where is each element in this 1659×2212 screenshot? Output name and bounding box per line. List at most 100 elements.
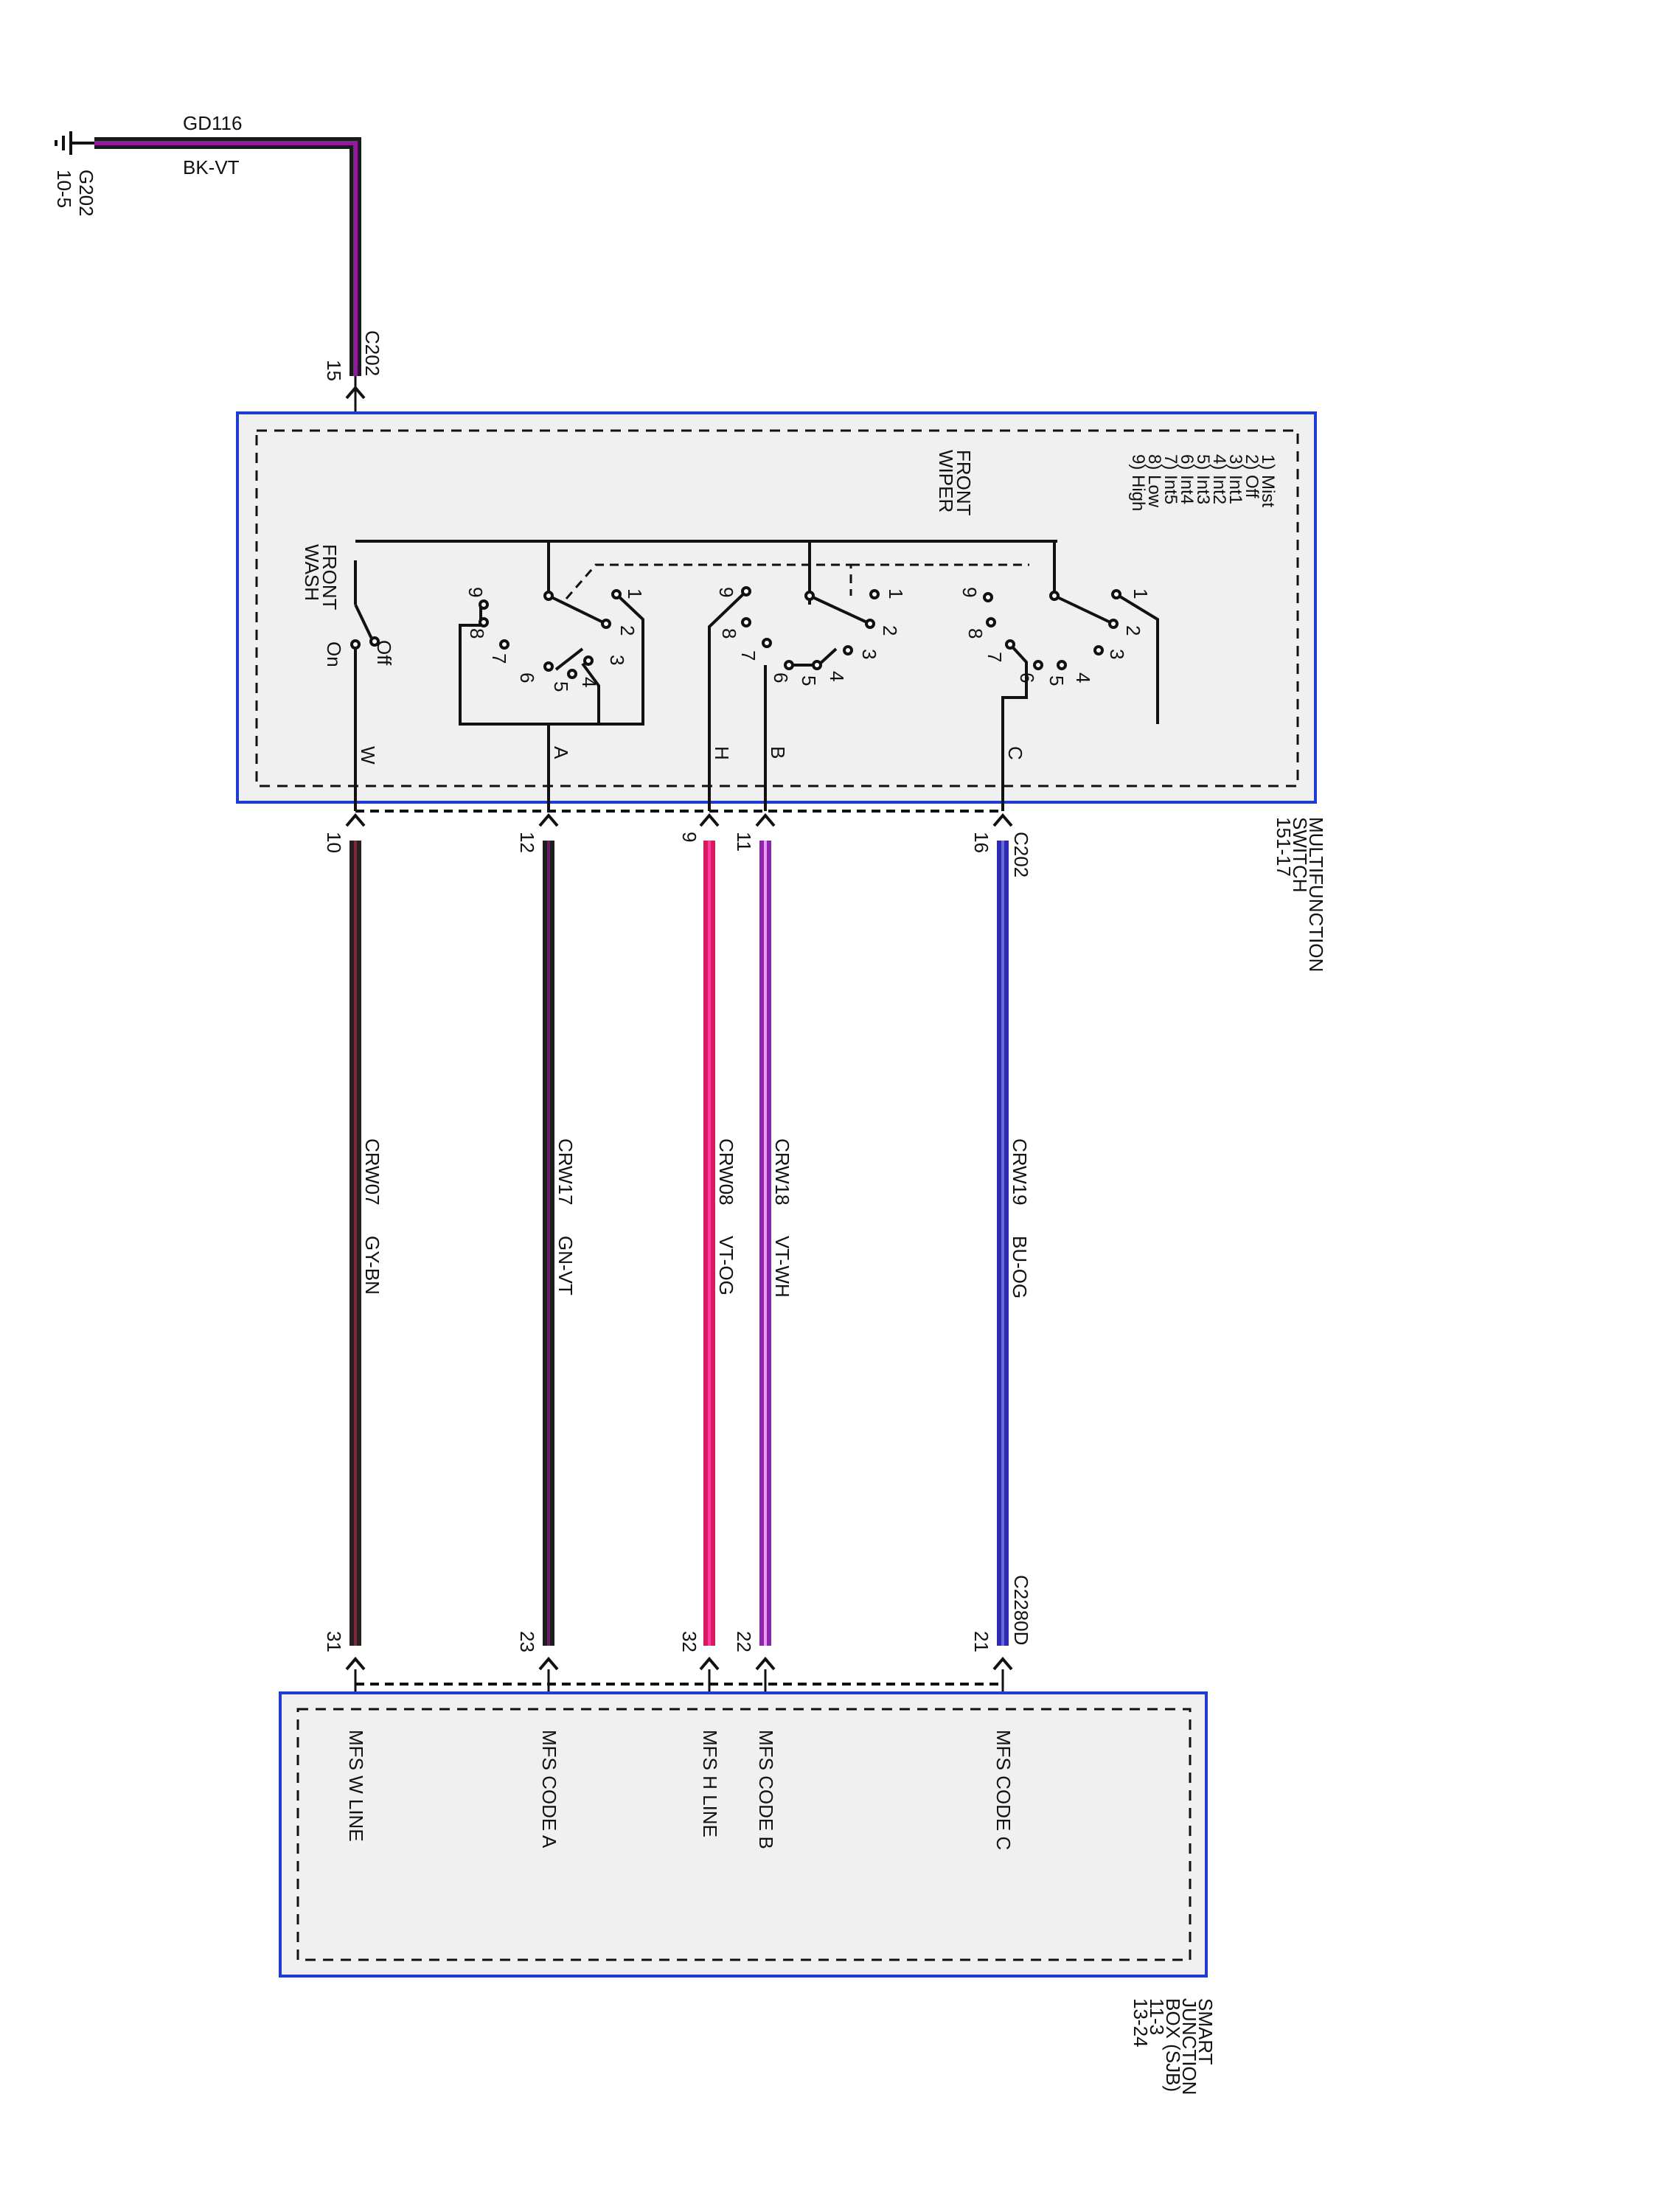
switch-position-legend: 1) Mist 2) Off 3) Int1 4) Int2 5) Int3 6… [1128,454,1278,511]
circuit-color-code: GY-BN [361,1236,383,1295]
position-label: 7 [488,653,510,664]
circuit-color-code: GN-VT [554,1236,577,1295]
position-label: 5 [798,675,820,686]
switch-mechanical-link [565,563,1029,599]
switch-name-line1: MULTIFUNCTION [1305,817,1327,972]
ground-wire-color-code: BK-VT [183,156,240,178]
sjb-ref1: 11-3 [1146,1998,1168,2035]
front-wiper-title: FRONT WIPER [935,450,975,516]
sjb-name: SMART JUNCTION BOX (SJB) 11-3 13-24 [1130,1998,1217,2095]
position-label: 6 [516,672,538,683]
ground-wire [94,137,361,376]
multifunction-switch-inner-border [255,429,1299,787]
pin-numbers-top: 10 12 9 11 16 [323,832,992,853]
front-wash-switch [350,560,380,811]
circuit-id: CRW18 [771,1138,793,1206]
position-label: 1 [1130,588,1152,599]
position-label: 1 [885,588,907,599]
wiper-rotary-switch-b [708,586,880,811]
position-label: 4 [578,677,600,687]
circuit-b [755,813,776,1711]
pin-number: 22 [733,1631,755,1652]
front-wash-title-line2: WASH [301,544,323,601]
circuit-color-code: BU-OG [1009,1236,1031,1298]
front-wiper-title-line2: WIPER [935,450,957,512]
front-wash-title: FRONT WASH [301,544,341,611]
legend-item: 4) Int2 [1209,454,1229,504]
circuit-color-code: VT-OG [715,1236,737,1295]
position-label: 2 [1122,625,1144,636]
sjb-pin-label: MFS CODE B [755,1730,777,1849]
wiper-switch-c-position-labels: 1 2 3 4 5 6 7 8 9 [959,587,1152,686]
wiper-switch-b-position-labels: 1 2 3 4 5 6 7 8 9 [715,587,907,686]
switch-output-labels: W A H B C [357,746,1026,765]
legend-item: 8) Low [1144,454,1164,508]
sjb-box [279,1691,1208,1978]
position-label: 9 [465,587,487,597]
position-label: 3 [1106,649,1128,659]
position-label: 2 [879,625,901,636]
position-label: 6 [770,672,792,683]
legend-item: 2) Off [1242,454,1262,498]
position-label: 5 [1046,675,1068,686]
output-label-a: A [550,746,572,759]
position-label: 4 [826,671,848,681]
legend-item: 6) Int4 [1177,454,1197,504]
position-label: 2 [616,625,639,636]
circuit-c [992,813,1013,1711]
ground-symbol [55,131,94,155]
connector-c202-top-pin: 15 [323,360,345,381]
position-label: 5 [550,681,572,692]
legend-item: 7) Int5 [1161,454,1180,504]
pin-number: 12 [516,832,538,853]
sjb-pin-label: MFS CODE C [992,1730,1015,1850]
sjb-pin-label: MFS CODE A [538,1730,560,1848]
position-label: 3 [606,655,628,665]
pin-number: 10 [323,832,345,853]
output-label-w: W [357,746,379,765]
position-label: 7 [984,652,1006,662]
circuit-id: CRW08 [715,1138,737,1206]
position-label: 3 [858,649,880,659]
circuit-id: CRW07 [361,1138,383,1206]
legend-item: 3) Int1 [1225,454,1245,504]
connector-c2280d-name: C2280D [1010,1575,1032,1645]
ground-name: G202 [75,170,97,217]
circuit-id: CRW17 [554,1138,577,1206]
position-label: 8 [466,628,488,639]
pin-number: 9 [678,832,700,842]
circuit-id: CRW19 [1009,1138,1031,1206]
sjb-inner-border [296,1708,1192,1961]
sjb-ref2: 13-24 [1130,1998,1152,2048]
circuit-w [345,813,366,1711]
sjb-name-line3: BOX (SJB) [1162,1998,1184,2092]
pin-numbers-bottom: 31 23 32 22 21 [323,1631,992,1652]
pin-number: 23 [516,1631,538,1652]
position-label: 7 [737,650,759,661]
pin-number: 11 [733,832,755,852]
legend-item: 9) High [1128,454,1148,511]
position-label: 8 [718,628,740,639]
legend-item: 1) Mist [1258,454,1278,507]
legend-item: 5) Int3 [1193,454,1213,504]
pin-number: 16 [970,832,992,853]
output-label-c: C [1004,746,1026,760]
wiper-rotary-switch-c [983,589,1159,811]
sjb-pin-labels: MFS W LINE MFS CODE A MFS H LINE MFS COD… [345,1730,1015,1850]
position-label: 9 [715,587,737,597]
circuit-labels: CRW07 GY-BN CRW17 GN-VT CRW08 VT-OG CRW1… [361,1138,1031,1298]
position-label: 4 [1072,672,1094,683]
position-label: 6 [1016,672,1038,683]
switch-name-line2: SWITCH [1289,817,1311,893]
sjb-name-line2: JUNCTION [1178,1998,1200,2095]
pin-number: 31 [323,1631,345,1652]
sjb-name-line1: SMART [1194,1998,1217,2065]
ground-wire-circuit: GD116 [183,112,242,134]
wiper-switch-a-position-labels: 1 2 3 4 5 6 7 8 9 [465,587,646,692]
wiper-rotary-switch-a [459,589,644,811]
position-label: 9 [959,587,981,597]
switch-common-bus [355,540,1057,596]
position-label: 8 [964,628,987,639]
